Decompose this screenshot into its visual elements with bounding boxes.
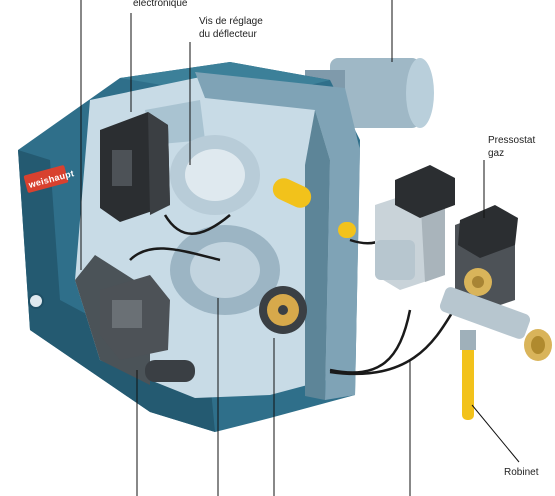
leader-lines [80, 0, 520, 496]
mounting-flange [195, 72, 360, 400]
label-vis-line2: du déflecteur [199, 29, 257, 40]
gas-valve [375, 165, 455, 290]
deflector-adjust-disc [259, 286, 307, 334]
label-pressostat-line1: Pressostat [488, 135, 536, 146]
gas-pipe [439, 287, 552, 361]
label-pressostat-line2: gaz [488, 148, 505, 159]
fan-motor [170, 135, 280, 315]
ignition-unit [100, 275, 195, 382]
control-box [100, 112, 170, 222]
sight-glass [272, 178, 356, 238]
label-robinet: Robinet [504, 467, 539, 478]
label-electronique: électronique [133, 0, 188, 9]
reset-indicator [28, 293, 44, 309]
gas-pressure-switch [455, 205, 518, 312]
label-vis-line1: Vis de réglage [199, 16, 263, 27]
gas-tap-handle [460, 330, 476, 420]
brand-plate [23, 165, 69, 193]
